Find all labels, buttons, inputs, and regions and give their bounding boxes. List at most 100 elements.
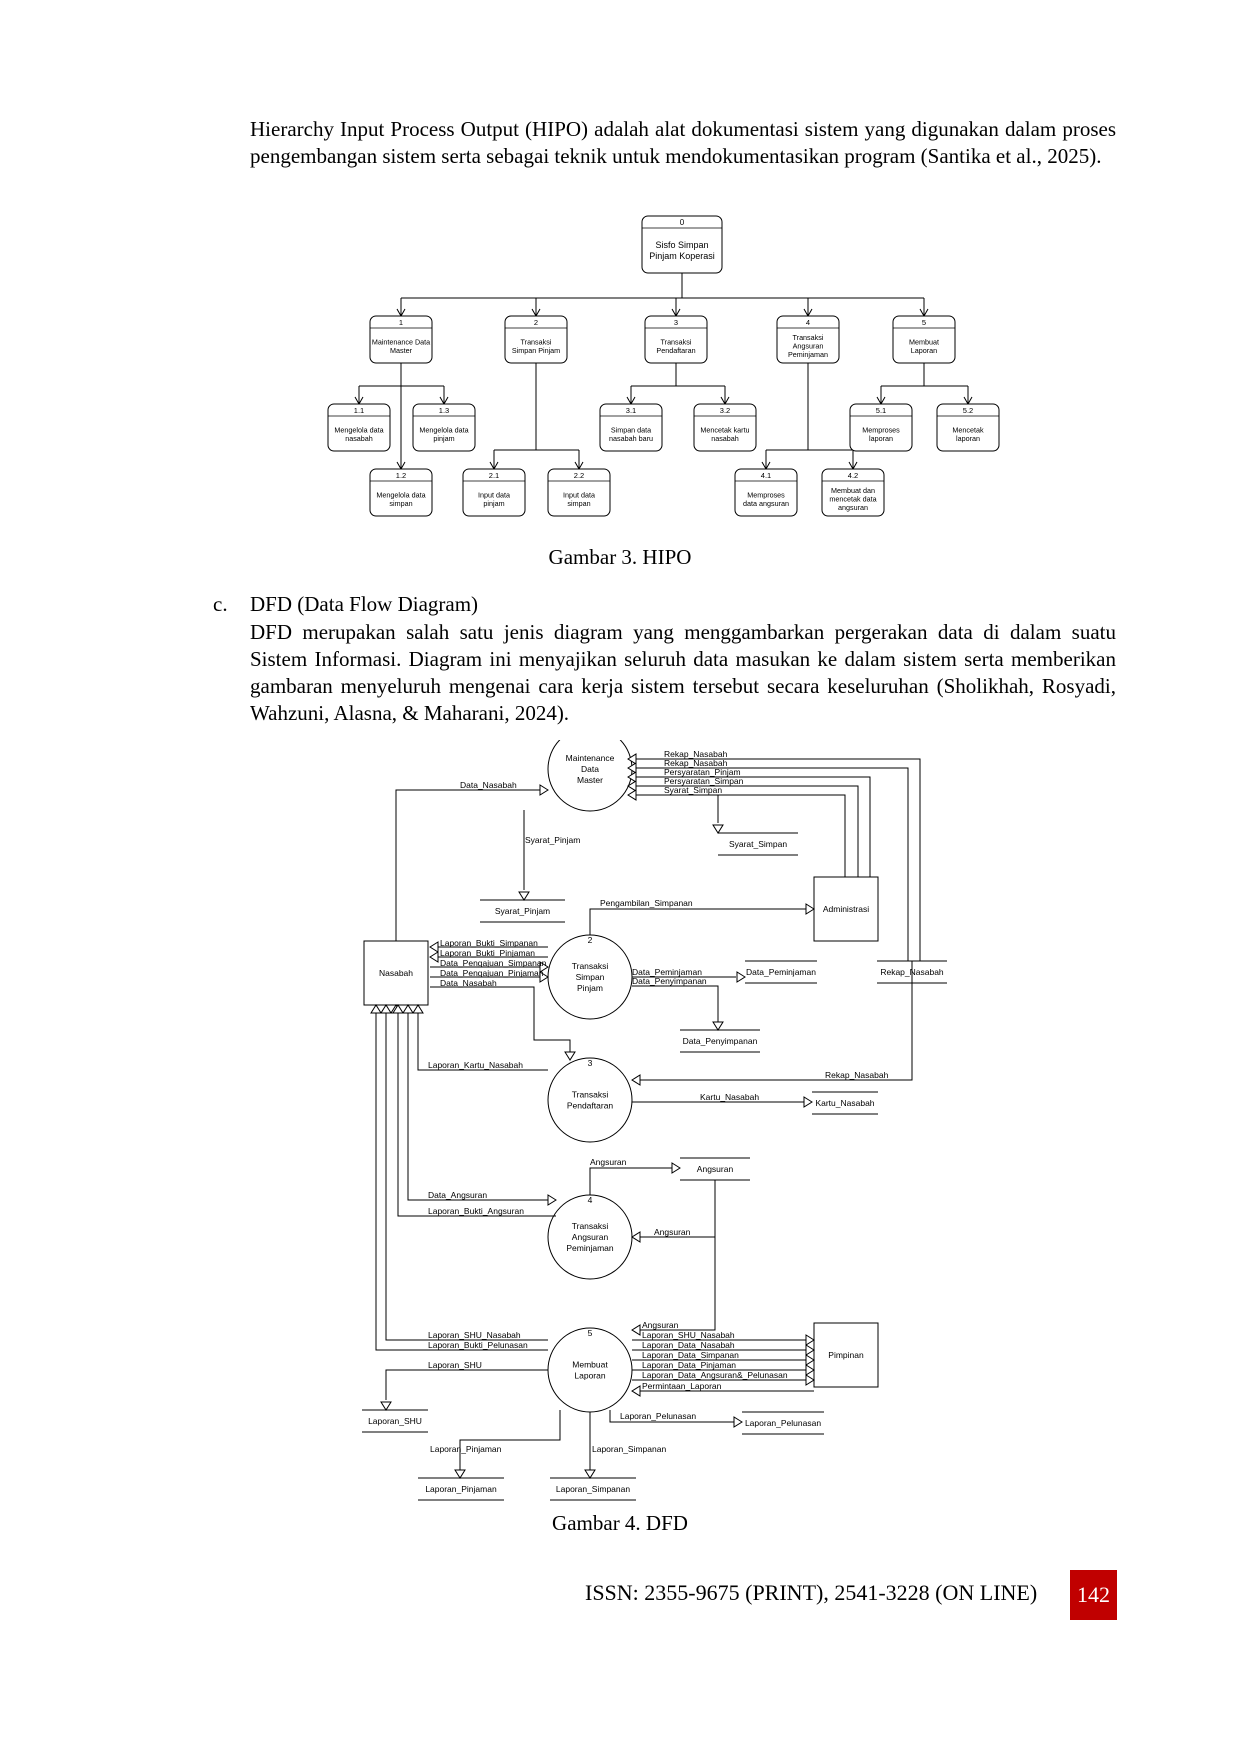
- figure4-caption: Gambar 4. DFD: [552, 1511, 688, 1535]
- flow-label: Angsuran: [590, 1157, 627, 1167]
- hipo-box-label: Memproses: [862, 425, 900, 434]
- arrow-head: [631, 1074, 641, 1086]
- arrow-head: [805, 1364, 815, 1376]
- process-label: Pinjam: [577, 983, 603, 993]
- hipo-box-label: nasabah baru: [609, 434, 653, 443]
- arrow-head: [539, 784, 549, 796]
- hipo-box-number: 3: [674, 318, 678, 327]
- hipo-box-label: Peminjaman: [788, 350, 828, 359]
- flow-label: Laporan_Pelunasan: [620, 1411, 696, 1421]
- process-number: 4: [588, 1195, 593, 1205]
- hipo-box-number: 1.3: [439, 406, 449, 415]
- flow-label: Laporan_Data_Angsuran&_Pelunasan: [642, 1370, 788, 1380]
- flow-label: Data_Angsuran: [428, 1190, 487, 1200]
- hipo-box-number: 5: [922, 318, 926, 327]
- arrow-head: [712, 1021, 724, 1031]
- process-label: Data: [581, 764, 599, 774]
- hipo-box-label: nasabah: [345, 434, 373, 443]
- intro-paragraph: Hierarchy Input Process Output (HIPO) ad…: [250, 117, 1116, 168]
- flow-label: Data_Nasabah: [440, 978, 497, 988]
- hipo-box-label: Mengelola data: [419, 425, 468, 434]
- arrow-head: [429, 951, 439, 963]
- flow-label: Permintaan_Laporan: [642, 1381, 722, 1391]
- hipo-box-label: laporan: [956, 434, 980, 443]
- arrow-head: [392, 1004, 404, 1014]
- arrow-head: [805, 903, 815, 915]
- flow-label: Data_Penyimpanan: [632, 976, 707, 986]
- flow-label: Laporan_Kartu_Nasabah: [428, 1060, 523, 1070]
- hipo-box-label: pinjam: [483, 499, 504, 508]
- arrow-head: [733, 1416, 743, 1428]
- arrow-head: [805, 1334, 815, 1346]
- data-store-syarat-pinjam: Syarat_Pinjam: [495, 906, 550, 916]
- hipo-box-number: 1: [399, 318, 403, 327]
- hipo-box-label: Sisfo Simpan: [655, 240, 708, 250]
- arrow-head: [805, 1344, 815, 1356]
- section-c-heading: c.DFD (Data Flow Diagram): [213, 592, 478, 617]
- flow-label: Laporan_SHU_Nasabah: [642, 1330, 735, 1340]
- flow-label: Laporan_SHU: [428, 1360, 482, 1370]
- data-store-angsuran: Angsuran: [697, 1164, 734, 1174]
- flow-line: [375, 1013, 548, 1351]
- arrow-head: [627, 789, 637, 801]
- flow-line: [385, 1013, 548, 1341]
- hipo-box-number: 1.1: [354, 406, 364, 415]
- flow-line: [385, 1369, 548, 1400]
- hipo-box-0: [641, 215, 723, 274]
- hipo-box-label: Angsuran: [793, 342, 824, 351]
- section-c-paragraph: DFD merupakan salah satu jenis diagram y…: [250, 620, 1116, 725]
- flow-label: Laporan_SHU_Nasabah: [428, 1330, 521, 1340]
- page-number: 142: [1070, 1570, 1117, 1620]
- arrow-head: [631, 1231, 641, 1243]
- flow-line: [632, 767, 909, 961]
- hipo-box-label: Master: [390, 346, 413, 355]
- flow-label: Syarat_Pinjam: [525, 835, 580, 845]
- hipo-box-label: Pinjam Koperasi: [649, 251, 715, 261]
- hipo-box-number: 0: [680, 218, 685, 227]
- entity-label: Nasabah: [379, 968, 413, 978]
- arrow-head: [539, 971, 549, 983]
- flow-label: Laporan_Data_Nasabah: [642, 1340, 735, 1350]
- hipo-box-number: 1.2: [396, 471, 406, 480]
- hipo-box-number: 5.1: [876, 406, 886, 415]
- entity-administrasi: [813, 876, 879, 942]
- flow-label: Laporan_Simpanan: [592, 1444, 666, 1454]
- hipo-box-label: Simpan Pinjam: [512, 346, 560, 355]
- flow-line: [632, 758, 921, 961]
- flow-label: Data_Pengajuan_Simpanan: [440, 958, 547, 968]
- hipo-box-label: Membuat: [909, 337, 939, 346]
- flow-line: [632, 985, 719, 1022]
- hipo-box-label: simpan: [567, 499, 590, 508]
- arrow-head: [402, 1004, 414, 1014]
- data-store-syarat-simpan: Syarat_Simpan: [729, 839, 787, 849]
- process-circle-3: [547, 1057, 633, 1143]
- hipo-box-label: Transaksi: [521, 337, 552, 346]
- process-label: Peminjaman: [566, 1243, 614, 1253]
- flow-line: [609, 1410, 734, 1423]
- flow-line: [640, 1180, 716, 1331]
- process-label: Membuat: [572, 1360, 608, 1370]
- entity-pimpinan: [813, 1322, 879, 1388]
- flow-line: [395, 789, 548, 941]
- hipo-box-label: Simpan data: [611, 425, 651, 434]
- flow-label: Laporan_Pinjaman: [430, 1444, 502, 1454]
- arrow-head: [518, 891, 530, 901]
- hipo-box-label: Pendaftaran: [656, 346, 695, 355]
- flow-label: Angsuran: [654, 1227, 691, 1237]
- process-label: Pendaftaran: [567, 1101, 614, 1111]
- hipo-box-label: Transaksi: [661, 337, 692, 346]
- flow-line: [589, 1167, 672, 1195]
- process-label: Transaksi: [572, 1221, 609, 1231]
- flow-line: [397, 1005, 556, 1217]
- entity-label: Pimpinan: [828, 1350, 864, 1360]
- flow-label: Laporan_Data_Simpanan: [642, 1350, 739, 1360]
- arrow-head: [380, 1004, 392, 1014]
- arrow-head: [627, 762, 637, 774]
- hipo-box-number: 2: [534, 318, 538, 327]
- flow-label: Laporan_Bukti_Simpanan: [440, 938, 538, 948]
- flow-label: Laporan_Bukti_Angsuran: [428, 1206, 524, 1216]
- flow-line: [632, 776, 871, 877]
- hipo-box-number: 4.2: [848, 471, 858, 480]
- flow-label: Laporan_Data_Pinjaman: [642, 1360, 736, 1370]
- arrow-head: [805, 1354, 815, 1366]
